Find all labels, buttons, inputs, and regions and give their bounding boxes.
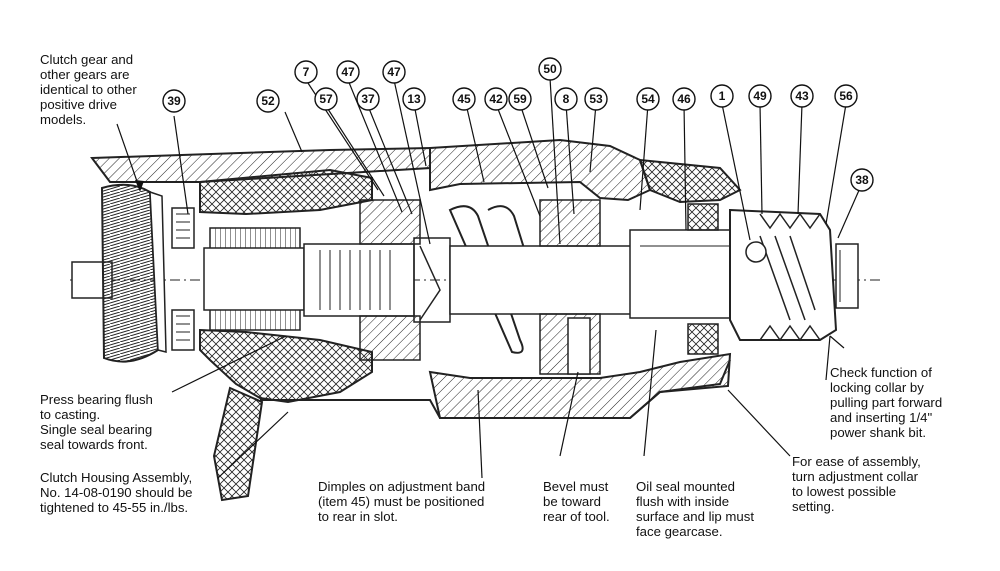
- callout-number: 46: [677, 92, 691, 106]
- callout-53: 53: [584, 87, 608, 111]
- callout-circle: [554, 87, 578, 111]
- callout-number: 59: [513, 92, 527, 106]
- callout-43: 43: [790, 84, 814, 108]
- callout-54: 54: [636, 87, 660, 111]
- callout-number: 45: [457, 92, 471, 106]
- callout-number: 56: [839, 89, 853, 103]
- callout-13: 13: [402, 87, 426, 111]
- callout-circle: [356, 87, 380, 111]
- splined-spindle: [303, 199, 421, 361]
- callout-circle: [636, 87, 660, 111]
- callout-39: 39: [162, 89, 186, 113]
- callout-number: 47: [341, 65, 355, 79]
- callout-circle: [672, 87, 696, 111]
- callout-number: 47: [387, 65, 401, 79]
- callout-number: 8: [563, 92, 570, 106]
- callout-8: 8: [554, 87, 578, 111]
- note-bevel: Bevel must be toward rear of tool.: [543, 479, 610, 524]
- callout-number: 52: [261, 94, 275, 108]
- callout-number: 38: [855, 173, 869, 187]
- callout-number: 1: [719, 89, 726, 103]
- callout-number: 43: [795, 89, 809, 103]
- callout-number: 39: [167, 94, 181, 108]
- callout-circle: [508, 87, 532, 111]
- note-oil-seal: Oil seal mounted flush with inside surfa…: [636, 479, 755, 539]
- note-clutch-gear: Clutch gear and other gears are identica…: [40, 52, 137, 127]
- note-press-bearing: Press bearing flush to casting. Single s…: [40, 392, 153, 452]
- note-check-function: Check function of locking collar by pull…: [830, 365, 943, 440]
- callout-46: 46: [672, 87, 696, 111]
- callout-59: 59: [508, 87, 532, 111]
- callout-circle: [850, 168, 874, 192]
- callout-number: 13: [407, 92, 421, 106]
- callout-circle: [748, 84, 772, 108]
- callout-number: 53: [589, 92, 603, 106]
- callout-number: 57: [319, 92, 333, 106]
- callout-circle: [382, 60, 406, 84]
- callout-47: 47: [336, 60, 360, 84]
- callout-49: 49: [748, 84, 772, 108]
- clutch-housing-body: [428, 138, 742, 419]
- callout-1: 1: [710, 84, 734, 108]
- callout-circle: [834, 84, 858, 108]
- callout-circle: [452, 87, 476, 111]
- adjustment-collar: [729, 208, 859, 342]
- note-clutch-housing: Clutch Housing Assembly, No. 14-08-0190 …: [40, 470, 193, 515]
- callout-group: 39 52 7 57 47 37 47 13 45 42 59 50 8 53 54 46 1 49 43 56 38: [162, 57, 874, 192]
- callout-circle: [256, 89, 280, 113]
- callout-38: 38: [850, 168, 874, 192]
- output-spindle: [449, 199, 751, 375]
- callout-number: 7: [303, 65, 310, 79]
- callout-42: 42: [484, 87, 508, 111]
- bearing-39: [171, 207, 195, 351]
- callout-number: 42: [489, 92, 503, 106]
- callout-circle: [314, 87, 338, 111]
- callout-7: 7: [294, 60, 318, 84]
- callout-circle: [294, 60, 318, 84]
- callout-number: 37: [361, 92, 375, 106]
- callout-50: 50: [538, 57, 562, 81]
- callout-57: 57: [314, 87, 338, 111]
- callout-number: 49: [753, 89, 767, 103]
- callout-circle: [584, 87, 608, 111]
- callout-56: 56: [834, 84, 858, 108]
- clutch-gear: [100, 183, 167, 363]
- callout-45: 45: [452, 87, 476, 111]
- callout-circle: [336, 60, 360, 84]
- callout-circle: [710, 84, 734, 108]
- callout-number: 54: [641, 92, 655, 106]
- note-dimples: Dimples on adjustment band (item 45) mus…: [318, 479, 486, 524]
- callout-37: 37: [356, 87, 380, 111]
- callout-circle: [402, 87, 426, 111]
- needle-bearing: [203, 227, 305, 331]
- oil-seal: [687, 203, 719, 355]
- callout-circle: [484, 87, 508, 111]
- callout-circle: [790, 84, 814, 108]
- callout-52: 52: [256, 89, 280, 113]
- note-ease-assembly: For ease of assembly, turn adjustment co…: [792, 454, 921, 514]
- callout-circle: [538, 57, 562, 81]
- callout-number: 50: [543, 62, 557, 76]
- callout-circle: [162, 89, 186, 113]
- callout-47: 47: [382, 60, 406, 84]
